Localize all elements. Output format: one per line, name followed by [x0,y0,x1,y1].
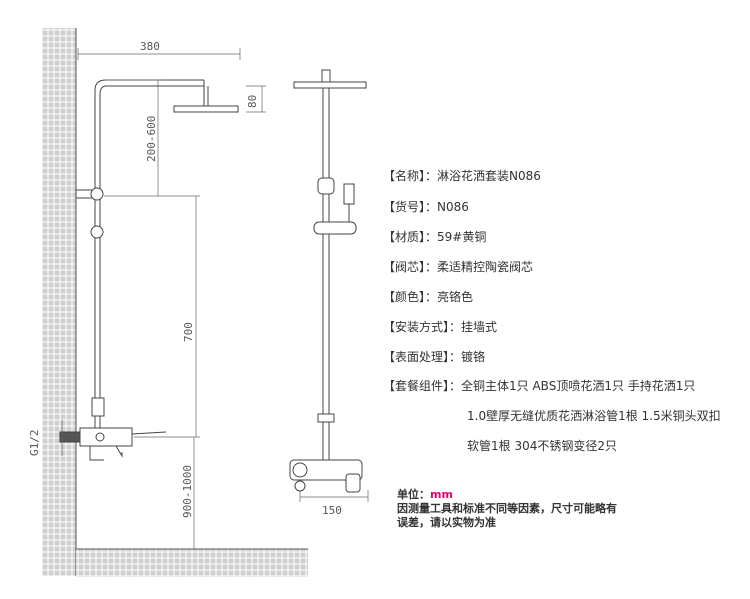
spec-value: ：59#黄铜 [425,230,487,244]
unit-label: 单位： [397,488,430,501]
spec-value: ：全铜主体1只 ABS顶喷花洒1只 手持花洒1只 [449,379,696,393]
spec-package: 【套餐组件】：全铜主体1只 ABS顶喷花洒1只 手持花洒1只 [383,377,695,394]
spec-value: ：挂墙式 [449,320,498,334]
dim-g12: G1/2 [28,430,41,457]
spec-label: 【套餐组件】 [383,379,450,393]
spec-package-cont-2: 软管1根 304不锈钢变径2只 [467,439,617,453]
spec-label: 【颜色】 [383,290,426,304]
wall-hatch [42,28,76,576]
spec-label: 【阀芯】 [383,260,426,274]
spec-label: 【材质】 [383,230,426,244]
spec-name: 【名称】：淋浴花洒套装N086 [383,167,541,184]
dim-200-600: 200-600 [145,116,158,162]
spec-label: 【安装方式】 [383,320,450,334]
spec-material: 【材质】：59#黄铜 [383,228,486,245]
floor-hatch [76,549,308,577]
spec-label: 【名称】 [383,169,426,183]
spec-value: ：淋浴花洒套装N086 [425,169,541,183]
spec-value: ：N086 [425,200,469,214]
spec-value: ：镀铬 [449,350,486,364]
spec-label: 【货号】 [383,200,426,214]
unit-line: 单位：mm [397,488,697,502]
dim-700: 700 [182,322,195,342]
note-line-1: 因测量工具和标准不同等因素，尺寸可能略有 [397,502,617,515]
spec-value: ：亮铬色 [425,290,474,304]
side-dimensions [61,48,266,549]
unit-note: 单位：mm 因测量工具和标准不同等因素，尺寸可能略有 误差，请以实物为准 [397,488,697,530]
spec-item-number: 【货号】：N086 [383,198,469,215]
dim-80: 80 [246,95,259,108]
note-line-2: 误差，请以实物为准 [397,516,496,529]
side-view-shower [59,79,239,461]
spec-package-cont-1: 1.0壁厚无缝优质花洒淋浴管1根 1.5米铜头双扣 [467,409,721,423]
dim-900-1000: 900-1000 [181,465,194,518]
spec-surface: 【表面处理】：镀铬 [383,348,485,365]
front-view-shower [289,69,367,493]
spec-installation: 【安装方式】：挂墙式 [383,318,497,335]
spec-color: 【颜色】：亮铬色 [383,288,473,305]
spec-value: ：柔适精控陶瓷阀芯 [425,260,534,274]
dim-380: 380 [140,40,160,53]
spec-label: 【表面处理】 [383,350,450,364]
front-dimensions [299,490,369,502]
dim-150: 150 [322,504,342,517]
spec-valve-core: 【阀芯】：柔适精控陶瓷阀芯 [383,258,533,275]
unit-value: mm [430,488,453,501]
